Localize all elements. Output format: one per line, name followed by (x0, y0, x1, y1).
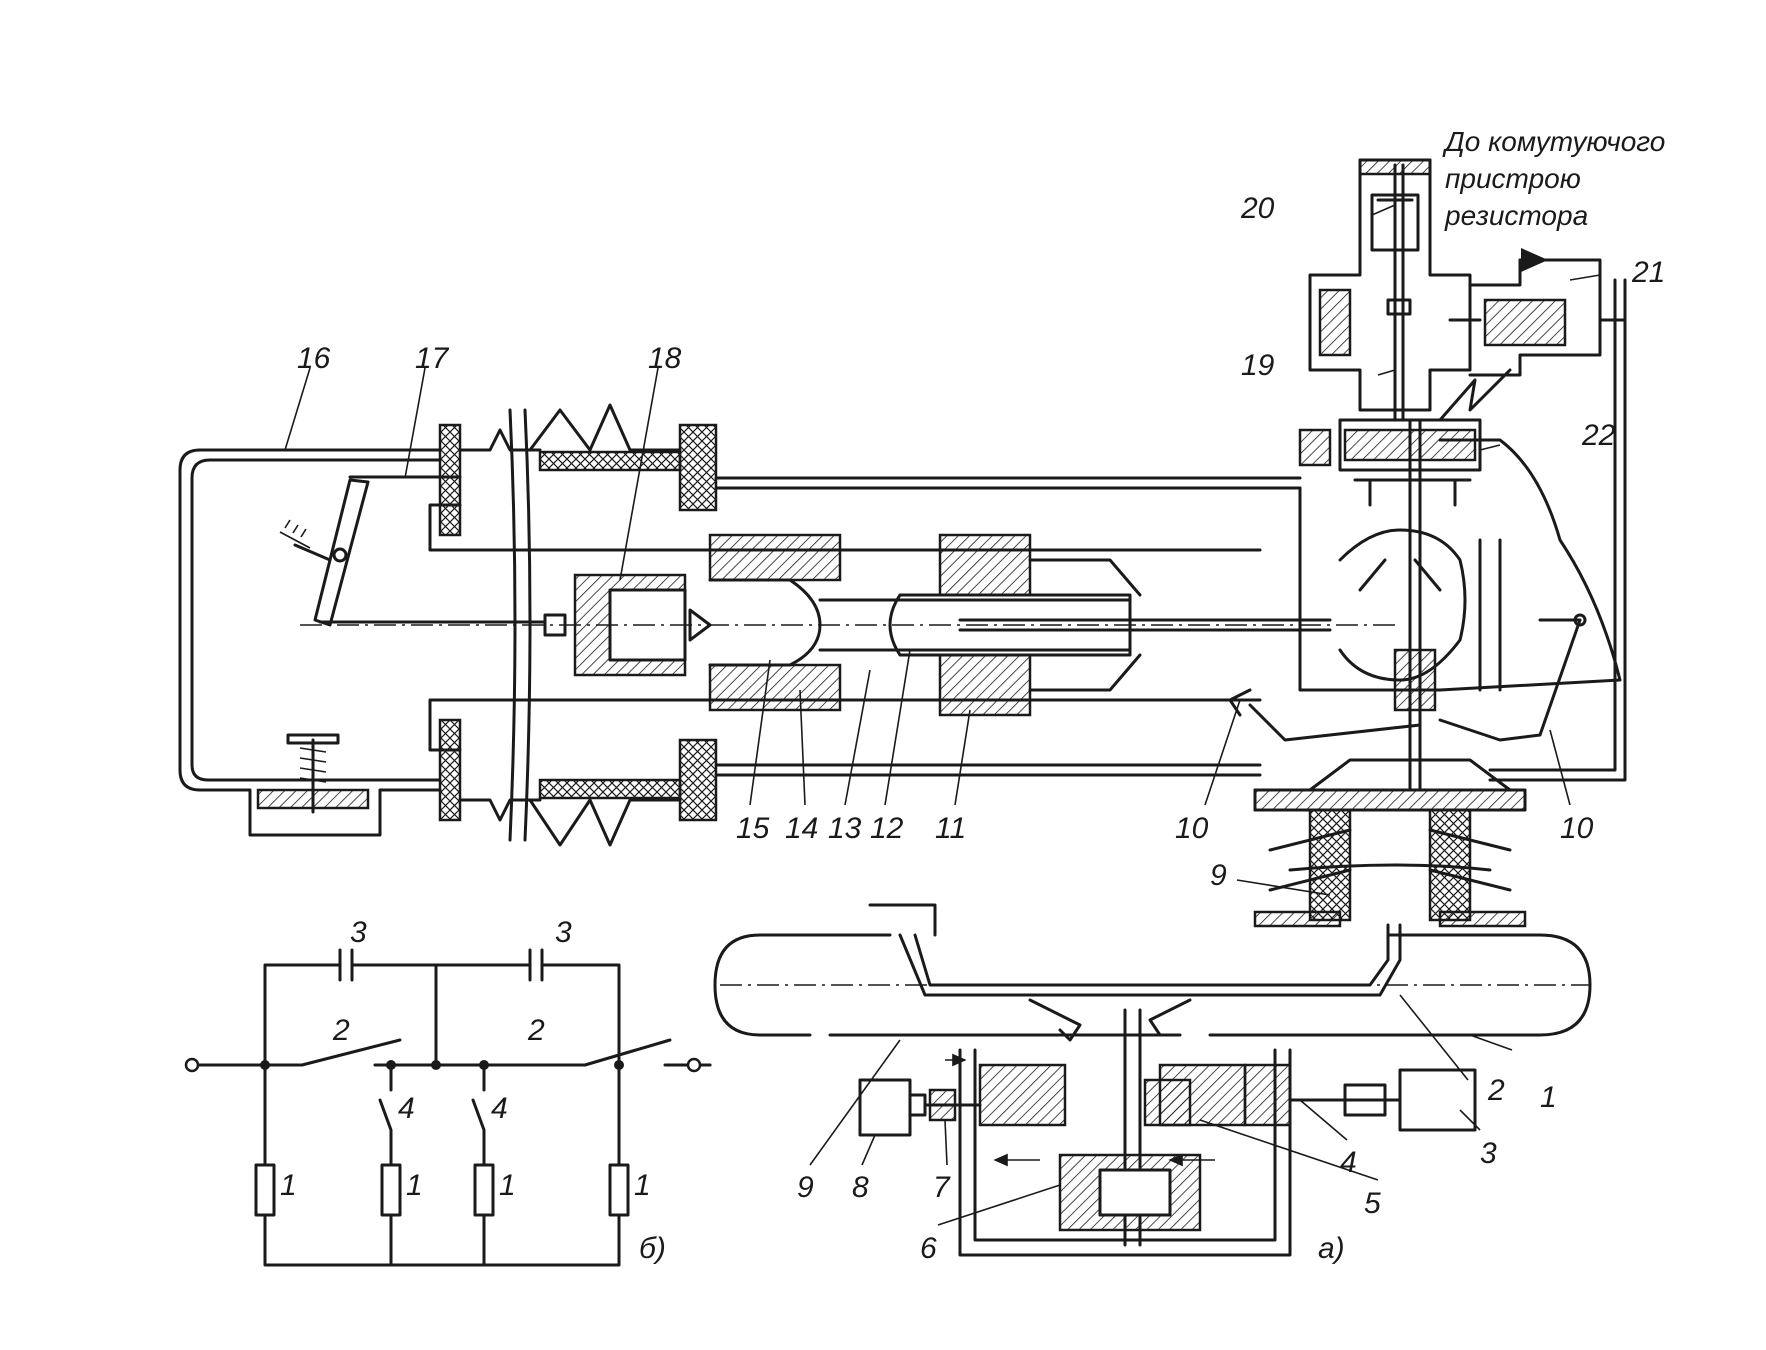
contact-housing-22 (1338, 418, 1482, 472)
contact-11 (938, 533, 1032, 597)
labels: 20 19 21 22 16 17 18 15 14 13 12 11 10 1… (280, 126, 1665, 1265)
label-4: 4 (1340, 1146, 1357, 1179)
label-9-top: 9 (1210, 859, 1227, 892)
air-reservoir-16 (178, 448, 442, 837)
resistor-1d (608, 1163, 630, 1217)
sch-label-1d: 1 (634, 1169, 651, 1202)
label-6: 6 (920, 1232, 937, 1265)
sch-label-1c: 1 (499, 1169, 516, 1202)
label-5: 5 (1364, 1187, 1381, 1220)
terminal-right (686, 1057, 702, 1073)
sch-label-4-right: 4 (491, 1092, 508, 1125)
note-line-1: До комутуючого (1442, 126, 1665, 157)
resistor-1c (473, 1163, 495, 1217)
label-17: 17 (415, 342, 450, 375)
resistor-1a (254, 1163, 276, 1217)
label-21: 21 (1631, 256, 1665, 289)
note-line-2: пристрою (1445, 163, 1581, 194)
actuator-3 (1398, 1068, 1477, 1132)
spring-7 (928, 1088, 957, 1122)
sch-label-1b: 1 (406, 1169, 423, 1202)
valve-21 (1468, 258, 1602, 377)
sch-label-3-right: 3 (555, 916, 572, 949)
sch-label-3-left: 3 (350, 916, 367, 949)
terminal-left (184, 1057, 200, 1073)
label-19: 19 (1241, 349, 1275, 382)
pipe-9 (898, 923, 1402, 997)
commutating-valve (1308, 158, 1627, 422)
label-16: 16 (297, 342, 331, 375)
actuator-8 (858, 1078, 912, 1137)
sch-label-2-left: 2 (332, 1014, 350, 1047)
linkage-10-right (1438, 618, 1582, 742)
sch-label-4-left: 4 (398, 1092, 415, 1125)
contact-14 (708, 533, 842, 582)
label-10-left: 10 (1175, 812, 1209, 845)
label-11: 11 (935, 812, 966, 845)
label-10-right: 10 (1560, 812, 1594, 845)
label-9-bottom: 9 (797, 1171, 814, 1204)
label-12: 12 (870, 812, 904, 845)
label-13: 13 (828, 812, 862, 845)
sch-label-1a: 1 (280, 1169, 297, 1202)
sublabel-b: б) (639, 1232, 666, 1265)
label-20: 20 (1240, 192, 1275, 225)
insulator-right-flange-top (678, 423, 718, 512)
label-14: 14 (785, 812, 818, 845)
equivalent-circuit (184, 948, 712, 1267)
tank-assembly (713, 903, 1592, 1257)
sublabel-a: а) (1318, 1232, 1345, 1265)
valve-5 (1143, 1078, 1192, 1127)
lever-17 (313, 478, 370, 627)
moving-contact-12 (888, 593, 1132, 657)
sch-label-2-right: 2 (527, 1014, 545, 1047)
label-8: 8 (852, 1171, 869, 1204)
linkage-10-left (1248, 703, 1422, 742)
label-2: 2 (1487, 1074, 1505, 1107)
insulator-left-flange-top (438, 423, 462, 537)
note-line-3: резистора (1444, 200, 1588, 231)
label-1: 1 (1540, 1081, 1557, 1114)
interrupter-assembly (178, 278, 1627, 928)
label-15: 15 (736, 812, 770, 845)
label-22: 22 (1581, 419, 1616, 452)
label-7: 7 (933, 1171, 951, 1204)
label-18: 18 (648, 342, 682, 375)
resistor-1b (380, 1163, 402, 1217)
label-3: 3 (1480, 1137, 1497, 1170)
